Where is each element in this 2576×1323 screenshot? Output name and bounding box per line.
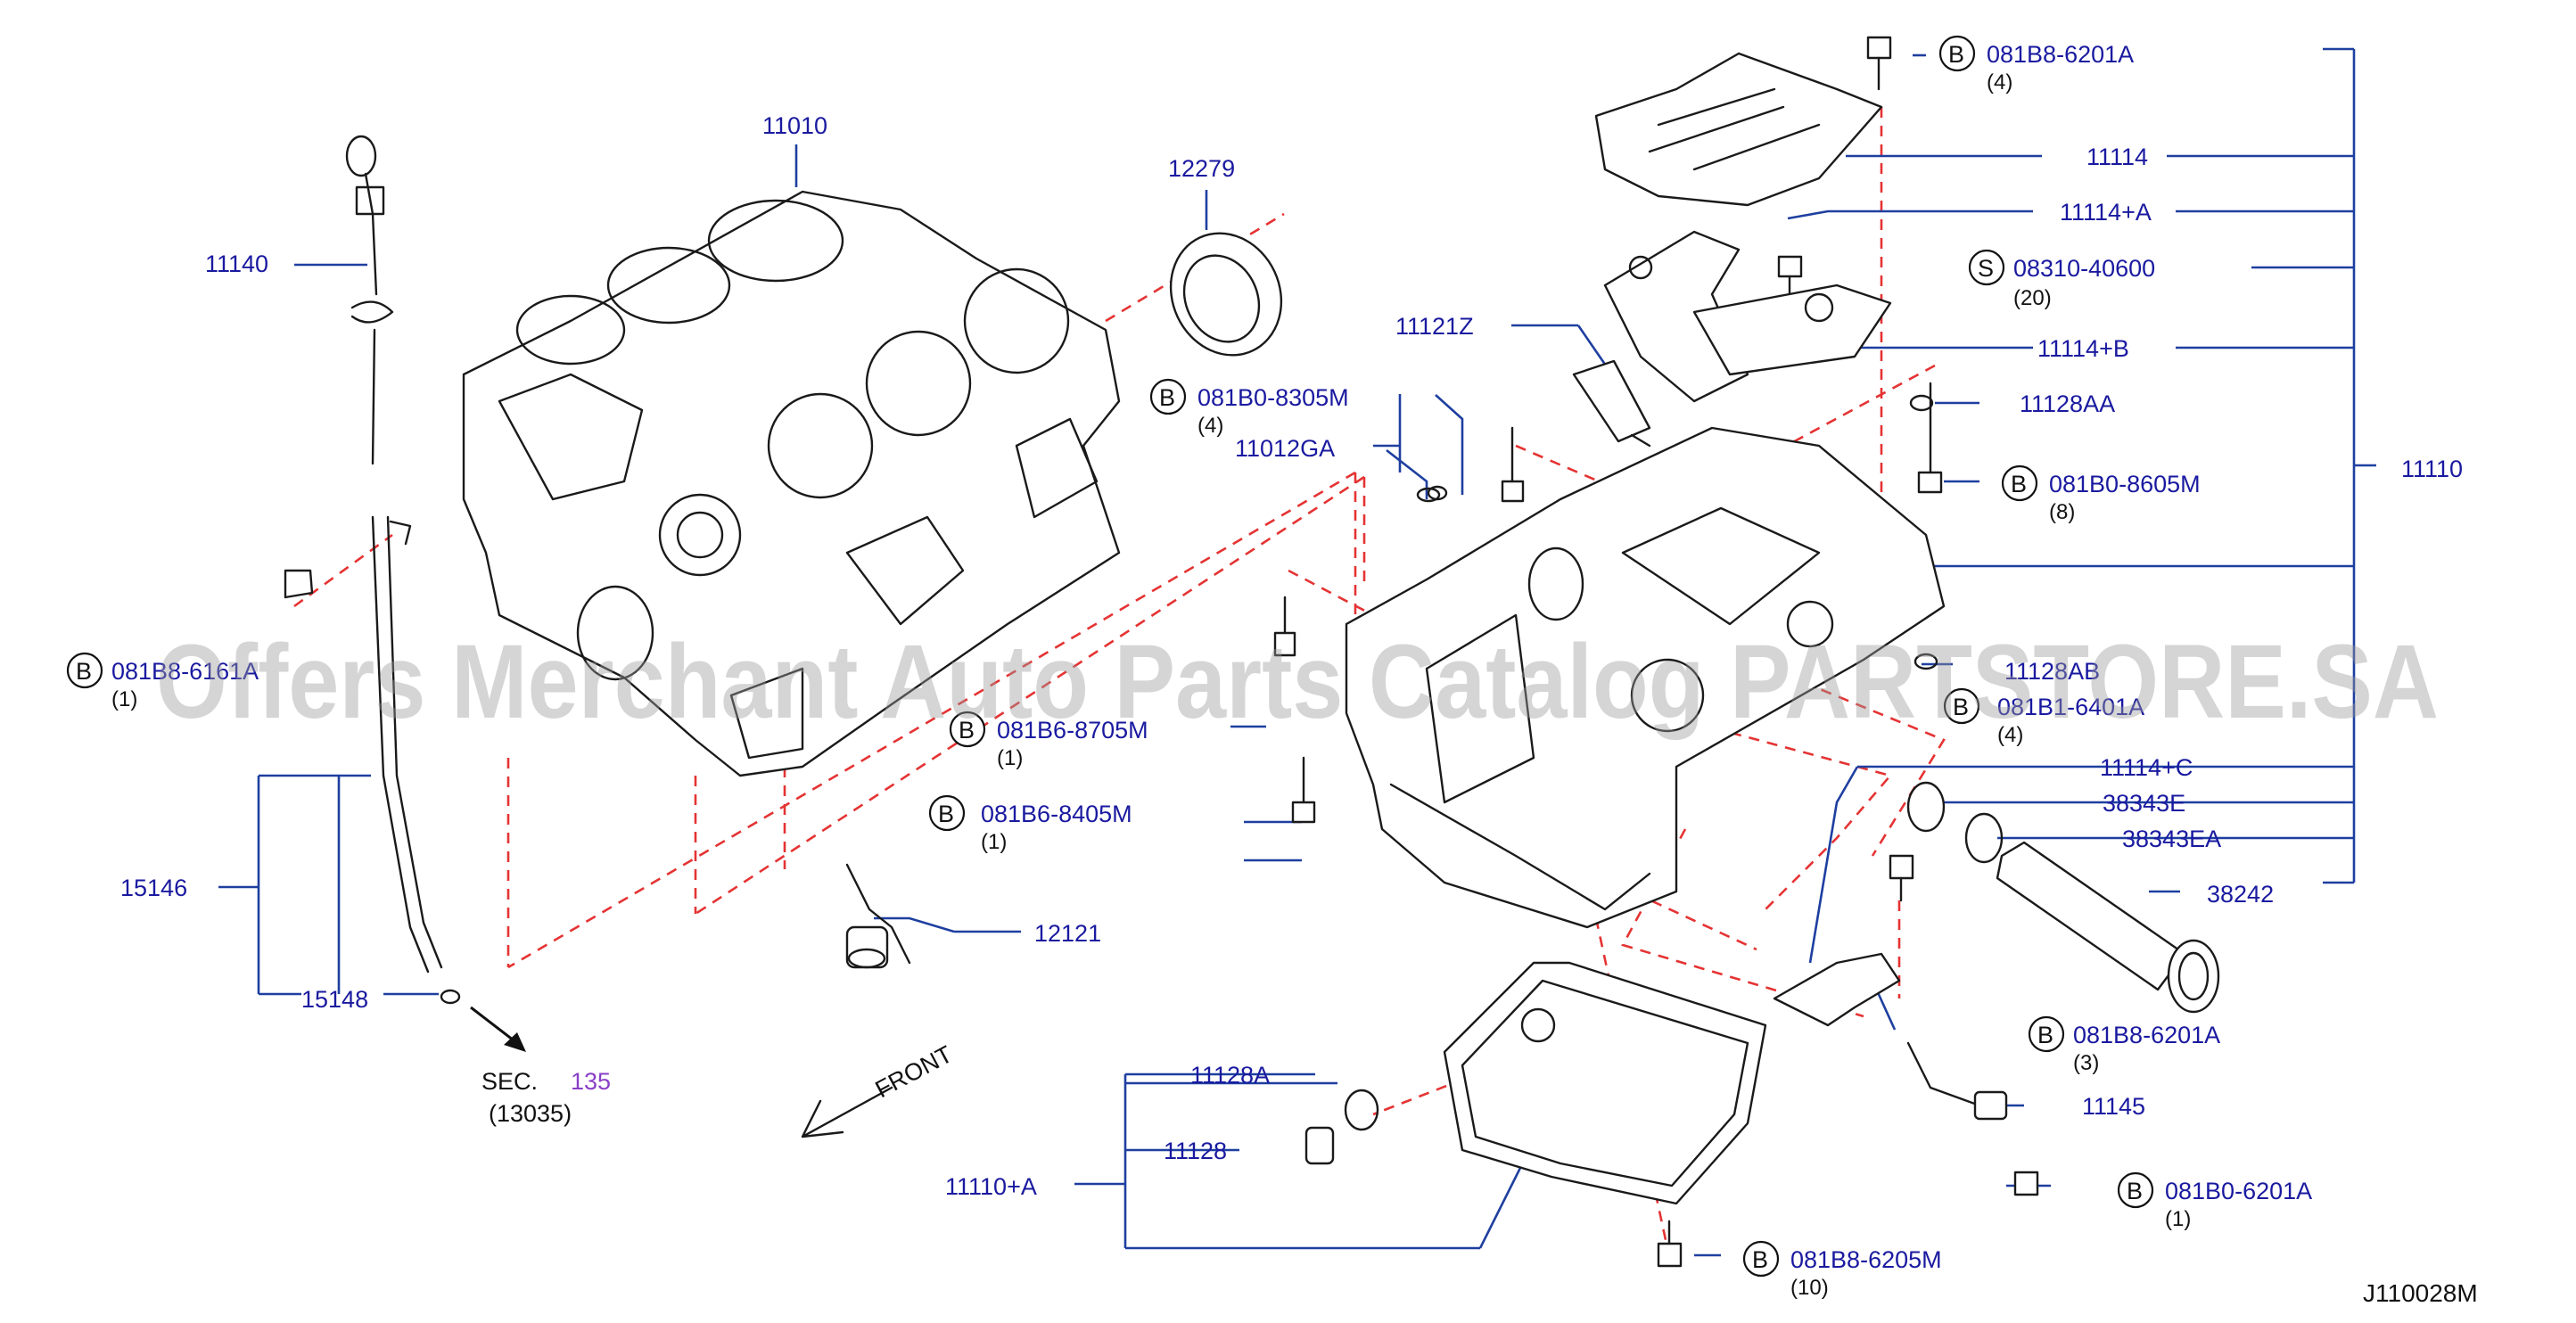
dipstick-guide-tube-15146 [371, 515, 443, 974]
svg-text:B: B [938, 801, 954, 827]
fastener-f3: B 081B0-8305M (4) [1149, 378, 1349, 438]
baffle-plate-11114 [1594, 52, 1883, 207]
fastener-f11: B 081B8-6205M (10) [1742, 1240, 1942, 1300]
fastener-f6: B 081B6-8705M (1) [949, 711, 1148, 770]
label-15146: 15146 [120, 875, 187, 901]
label-11110a: 11110+A [945, 1173, 1037, 1200]
part-number-labels: 11010 12279 11140 15146 15148 12121 1112… [120, 112, 2463, 1200]
svg-text:081B0-8305M: 081B0-8305M [1197, 384, 1349, 411]
sensor-12121 [845, 863, 911, 969]
svg-text:081B6-8705M: 081B6-8705M [997, 717, 1148, 744]
svg-text:(4): (4) [1197, 414, 1223, 438]
drain-plug-11128 [1304, 1126, 1335, 1165]
label-11128: 11128 [1164, 1138, 1227, 1164]
fastener-f8: B 081B6-8405M (1) [928, 794, 1132, 854]
leader-lines [218, 47, 2376, 1257]
baffle-plate-11114b [1692, 284, 1892, 376]
label-11128ab: 11128AB [2004, 658, 2100, 685]
svg-text:081B1-6401A: 081B1-6401A [1997, 694, 2144, 720]
fastener-f7: B 081B1-6401A (4) [1943, 687, 2144, 747]
oil-jet-11145 [1906, 1041, 2008, 1121]
svg-text:(1): (1) [2165, 1207, 2191, 1231]
svg-text:081B8-6201A: 081B8-6201A [2073, 1022, 2220, 1048]
svg-text:081B8-6161A: 081B8-6161A [111, 658, 259, 685]
svg-text:B: B [1948, 41, 1964, 68]
svg-text:B: B [2037, 1022, 2053, 1048]
svg-text:B: B [1159, 384, 1175, 411]
svg-text:B: B [2127, 1178, 2143, 1204]
svg-text:081B0-6201A: 081B0-6201A [2165, 1178, 2312, 1204]
svg-text:B: B [1752, 1246, 1768, 1273]
fastener-f1: B 081B8-6201A (4) [1938, 35, 2134, 94]
svg-text:B: B [1953, 694, 1969, 720]
diagram-code: J110028M [2363, 1279, 2478, 1307]
svg-text:(1): (1) [981, 830, 1007, 854]
svg-text:(8): (8) [2049, 500, 2075, 524]
o-ring-38343e [1906, 781, 1946, 833]
o-ring-38343ea [1964, 812, 2004, 864]
tube-38242 [1996, 841, 2220, 1014]
label-11114: 11114 [2086, 144, 2148, 170]
svg-text:(1): (1) [997, 746, 1023, 770]
label-38343e: 38343E [2103, 790, 2185, 817]
o-ring-15148 [440, 989, 461, 1005]
svg-text:(3): (3) [2073, 1051, 2099, 1075]
rear-oil-seal-12279 [1169, 232, 1283, 357]
label-38242: 38242 [2207, 881, 2274, 908]
label-11114b: 11114+B [2037, 335, 2129, 362]
sealant-tube-11121z [1572, 359, 1651, 448]
drain-washer-11128a [1344, 1089, 1379, 1131]
section-prefix: SEC. [481, 1068, 538, 1095]
svg-text:081B8-6201A: 081B8-6201A [1987, 41, 2134, 68]
section-reference: SEC. 135 (13035) [481, 1068, 611, 1127]
fastener-f4: B 081B0-8605M (8) [2001, 464, 2201, 524]
front-direction-arrow [801, 1086, 893, 1138]
section-sub: (13035) [489, 1100, 572, 1127]
svg-text:B: B [2011, 471, 2027, 497]
oil-pan-lower-11110a [1443, 961, 1767, 1205]
label-11121z: 11121Z [1395, 313, 1474, 340]
svg-text:081B0-8605M: 081B0-8605M [2049, 471, 2201, 497]
label-11114c: 11114+C [2100, 754, 2193, 781]
fastener-f2: S 08310-40600 (20) [1968, 249, 2155, 310]
fastener-f5: B 081B8-6161A (1) [66, 652, 259, 711]
label-12279: 12279 [1168, 155, 1235, 182]
cylinder-block-11010 [462, 190, 1121, 777]
section-number: 135 [571, 1068, 611, 1095]
section-arrow [470, 1006, 526, 1052]
label-11010: 11010 [762, 112, 827, 139]
svg-text:B: B [76, 658, 92, 685]
svg-text:(10): (10) [1790, 1276, 1829, 1300]
label-11145: 11145 [2082, 1093, 2145, 1120]
svg-text:S: S [1978, 255, 1994, 282]
label-11114a: 11114+A [2060, 199, 2152, 226]
bolt-parts [284, 36, 2039, 1268]
oil-pan-upper-11110 [1345, 426, 1946, 929]
svg-text:B: B [959, 717, 975, 744]
front-label: FRONT [871, 1040, 957, 1103]
svg-text:081B6-8405M: 081B6-8405M [981, 801, 1132, 827]
svg-text:08310-40600: 08310-40600 [2013, 255, 2155, 282]
label-38343ea: 38343EA [2122, 826, 2221, 852]
svg-text:(4): (4) [1987, 70, 2012, 94]
washers [1427, 394, 1938, 670]
label-11128a: 11128A [1190, 1062, 1270, 1089]
label-11012ga: 11012GA [1235, 435, 1335, 462]
oil-strainer-11114c [1773, 952, 1901, 1027]
svg-text:(4): (4) [1997, 723, 2023, 747]
watermark: Offers Merchant Auto Parts Catalog PARTS… [156, 623, 2439, 741]
svg-text:(1): (1) [111, 687, 137, 711]
label-11110: 11110 [2401, 456, 2463, 482]
fastener-callouts: B 081B8-6201A (4) S 08310-40600 (20) B 0… [66, 35, 2312, 1300]
svg-text:081B8-6205M: 081B8-6205M [1790, 1246, 1942, 1273]
label-11128aa: 11128AA [2020, 390, 2115, 417]
label-12121: 12121 [1034, 920, 1101, 947]
fastener-f9: B 081B8-6201A (3) [2028, 1015, 2220, 1075]
label-15148: 15148 [301, 986, 368, 1013]
oil-dipstick-11140 [345, 135, 394, 465]
svg-text:(20): (20) [2013, 286, 2052, 310]
fastener-f10: B 081B0-6201A (1) [2117, 1171, 2312, 1231]
label-11140: 11140 [205, 251, 268, 277]
